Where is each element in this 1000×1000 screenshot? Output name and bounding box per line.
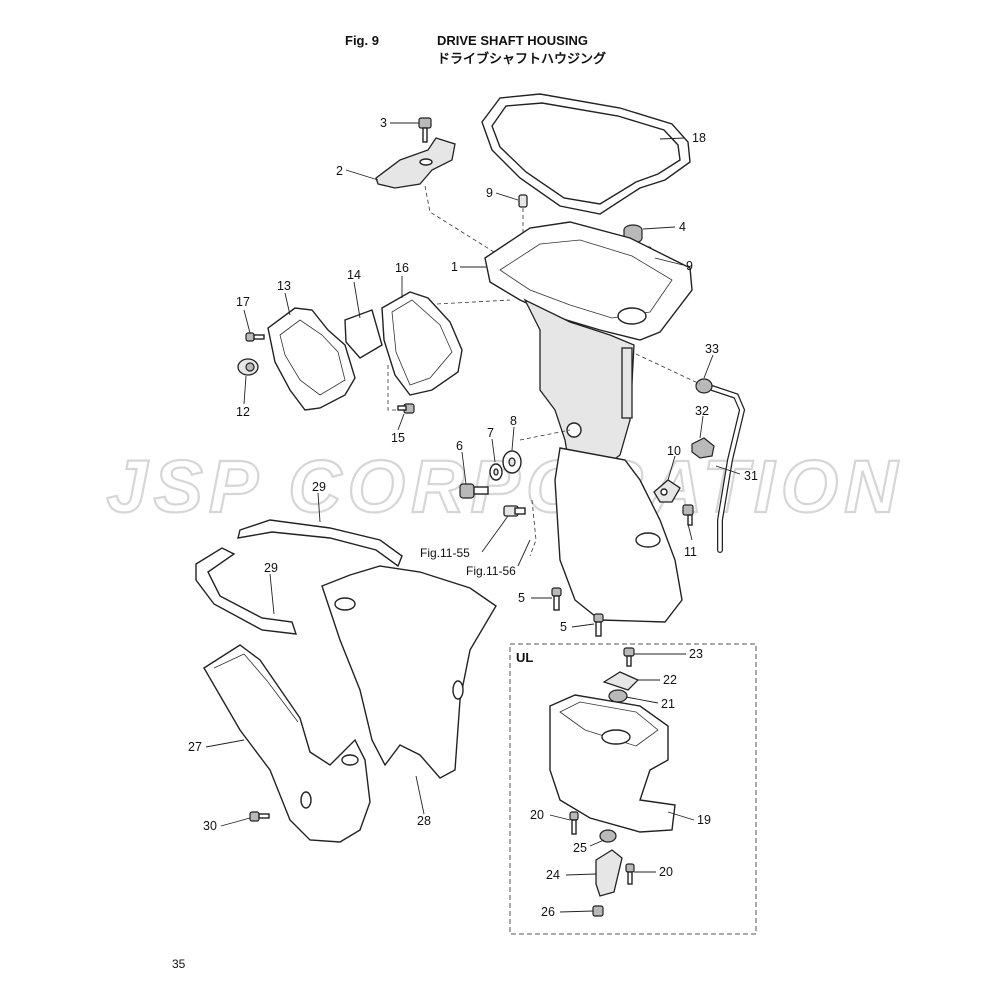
- part-15-screw[interactable]: [397, 403, 415, 414]
- callout-3: 3: [380, 116, 387, 130]
- part-5-bolt-a[interactable]: [551, 587, 562, 611]
- ul-inset-frame: [509, 643, 757, 935]
- figure-ref-11-56[interactable]: Fig.11-56: [466, 564, 516, 578]
- callout-13: 13: [277, 279, 291, 293]
- callout-5-a: 5: [518, 591, 525, 605]
- watermark-text: JSP CORPORATION: [106, 452, 903, 522]
- callout-15: 15: [391, 431, 405, 445]
- part-3-bolt[interactable]: [418, 117, 432, 143]
- part-13-cover[interactable]: [267, 307, 356, 411]
- callout-14: 14: [347, 268, 361, 282]
- part-33-connector[interactable]: [695, 378, 713, 394]
- part-9-dowel-top[interactable]: [518, 194, 528, 208]
- part-7-washer[interactable]: [489, 463, 503, 481]
- callout-10: 10: [667, 444, 681, 458]
- watermark-logo: JSP CORPORATION: [105, 452, 903, 522]
- callout-21: 21: [661, 697, 675, 711]
- part-5-bolt-b[interactable]: [593, 613, 604, 637]
- part-20-bolt-left[interactable]: [569, 811, 579, 835]
- part-25-bushing[interactable]: [599, 829, 617, 843]
- page-title-english: DRIVE SHAFT HOUSING: [437, 33, 588, 48]
- part-2-plate[interactable]: [375, 137, 456, 189]
- part-6-bolt[interactable]: [459, 483, 489, 499]
- callout-8: 8: [510, 414, 517, 428]
- part-1-drive-shaft-housing[interactable]: [484, 221, 693, 623]
- page-number: 35: [172, 957, 186, 971]
- callout-31: 31: [744, 469, 758, 483]
- ref-bolt: [503, 499, 537, 557]
- part-22-plate[interactable]: [602, 671, 640, 691]
- callout-4: 4: [679, 220, 686, 234]
- callout-6: 6: [456, 439, 463, 453]
- callout-1: 1: [451, 260, 458, 274]
- callout-27: 27: [188, 740, 202, 754]
- callout-11: 11: [684, 545, 697, 559]
- part-28-lower-cover[interactable]: [321, 565, 497, 779]
- callout-5-b: 5: [560, 620, 567, 634]
- figure-number: Fig. 9: [345, 33, 379, 48]
- part-11-screw[interactable]: [682, 504, 694, 526]
- callout-17: 17: [236, 295, 250, 309]
- part-12-grommet[interactable]: [237, 358, 259, 376]
- callout-18: 18: [692, 131, 706, 145]
- callout-29-upper: 29: [312, 480, 326, 494]
- callout-16: 16: [395, 261, 409, 275]
- assembly-line: [424, 185, 511, 263]
- part-30-screw[interactable]: [249, 811, 270, 822]
- part-29-seal-left[interactable]: [195, 547, 298, 635]
- callout-26: 26: [541, 905, 555, 919]
- callout-20-left: 20: [530, 808, 544, 822]
- part-8-washer[interactable]: [502, 450, 522, 474]
- callout-32: 32: [695, 404, 709, 418]
- part-10-clamp[interactable]: [653, 479, 681, 503]
- callout-30: 30: [203, 819, 217, 833]
- callout-19: 19: [697, 813, 711, 827]
- part-20-bolt-right[interactable]: [625, 863, 635, 885]
- part-18-gasket[interactable]: [481, 93, 691, 215]
- assembly-line: [519, 429, 571, 441]
- part-29-seal-upper[interactable]: [237, 519, 403, 568]
- leader-lines: [205, 122, 741, 913]
- part-14-plate[interactable]: [344, 309, 383, 359]
- part-26-bolt[interactable]: [592, 905, 604, 917]
- part-24-bracket[interactable]: [595, 849, 623, 897]
- part-17-screw[interactable]: [245, 332, 265, 342]
- part-31-hose[interactable]: [709, 385, 746, 553]
- assembly-line: [387, 365, 400, 411]
- assembly-line: [635, 353, 701, 385]
- callout-28: 28: [417, 814, 431, 828]
- part-23-bolt[interactable]: [623, 647, 635, 667]
- callout-7: 7: [487, 426, 494, 440]
- callout-9-right: 9: [686, 259, 693, 273]
- callout-9-top: 9: [486, 186, 493, 200]
- part-19-extension[interactable]: [549, 694, 676, 833]
- part-16-gasket[interactable]: [381, 291, 463, 396]
- figure-ref-11-55[interactable]: Fig.11-55: [420, 546, 470, 560]
- assembly-line: [436, 299, 511, 305]
- callout-2: 2: [336, 164, 343, 178]
- callout-33: 33: [705, 342, 719, 356]
- part-32-grommet[interactable]: [691, 437, 715, 459]
- callout-25: 25: [573, 841, 587, 855]
- callout-12: 12: [236, 405, 250, 419]
- callout-24: 24: [546, 868, 560, 882]
- callout-20-right: 20: [659, 865, 673, 879]
- callout-29-left: 29: [264, 561, 278, 575]
- page-title-japanese: ドライブシャフトハウジング: [437, 52, 607, 67]
- ul-inset-label: UL: [516, 650, 533, 665]
- callout-23: 23: [689, 647, 703, 661]
- part-27-lower-cover[interactable]: [203, 644, 371, 843]
- part-21-collar[interactable]: [608, 689, 628, 703]
- callout-22: 22: [663, 673, 677, 687]
